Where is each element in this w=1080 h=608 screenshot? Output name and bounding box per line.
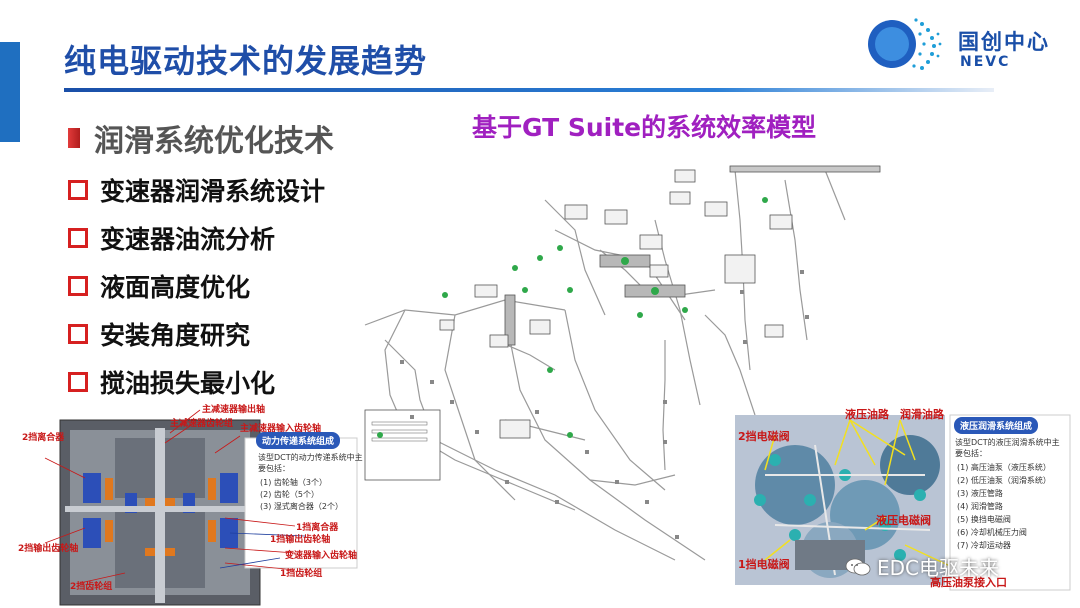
left-info-title: 动力传递系统组成 [256,432,341,449]
label-input-gear-shaft: 变速器输入齿轮轴 [285,551,358,561]
label-solenoid-2: 2挡电磁阀 [738,430,790,443]
label-hydraulic-line: 液压油路 [845,408,889,421]
bullet-item: 安装角度研究 [68,310,325,358]
right-info-line: (1) 高压油泵（液压系统） [957,463,1051,472]
right-info-line: 该型DCT的液压润滑系统中主 [955,438,1060,447]
transmission-cross-section-image [44,409,358,606]
right-info-line: 要包括： [955,449,987,458]
left-info-line: (2) 齿轮（5个） [260,490,319,499]
checkbox-square-icon [68,372,88,392]
wechat-icon [845,558,871,575]
section-heading: 润滑系统优化技术 [68,116,334,160]
label-lubrication-line: 润滑油路 [900,408,944,421]
watermark: EDC电驱未来 [845,552,999,581]
model-title: 基于GT Suite的系统效率模型 [472,113,817,142]
label-main-output-shaft: 主减速器输出轴 [202,405,266,415]
label-shaft-2: 2挡输出齿轮轴 [18,544,79,554]
label-main-gear-set: 主减速器齿轮组 [170,419,234,429]
label-gear-2: 2挡齿轮组 [70,582,113,592]
logo-mark-icon [868,18,942,70]
slide-title: 纯电驱动技术的发展趋势 [64,42,428,80]
bullet-item: 变速器油流分析 [68,214,325,262]
checkbox-square-icon [68,276,88,296]
watermark-text: EDC电驱未来 [877,556,1000,580]
bullet-text: 液面高度优化 [100,273,251,302]
label-pressure-solenoid: 液压电磁阀 [876,514,931,527]
left-info-line: (3) 湿式离合器（2个） [260,502,343,511]
left-info-line: 要包括： [258,464,290,473]
checkbox-square-icon [68,324,88,344]
right-info-line: (4) 润滑管路 [957,502,1003,511]
title-underline [64,88,994,92]
bullet-text: 搅油损失最小化 [100,369,276,398]
bullet-list: 变速器润滑系统设计 变速器油流分析 液面高度优化 安装角度研究 搅油损失最小化 [68,166,325,406]
label-pump-inlet: 高压油泵接入口 [930,576,1007,589]
checkbox-square-icon [68,180,88,200]
label-solenoid-1: 1挡电磁阀 [738,558,790,571]
right-info-line: (5) 换挡电磁阀 [957,515,1011,524]
bullet-text: 安装角度研究 [100,321,251,350]
heading-marker-icon [68,128,80,148]
right-info-line: (7) 冷却运动器 [957,541,1011,550]
right-info-line: (3) 液压管路 [957,489,1003,498]
label-shaft-1: 1挡输出齿轮轴 [270,535,331,545]
label-clutch-1: 1挡离合器 [296,523,339,533]
checkbox-square-icon [68,228,88,248]
bullet-item: 液面高度优化 [68,262,325,310]
bullet-item: 搅油损失最小化 [68,358,325,406]
label-main-input-gear-shaft: 主减速器输入齿轮轴 [240,424,322,434]
left-info-line: (1) 齿轮轴（3个） [260,478,327,487]
logo-chinese-text: 国创中心 [958,30,1050,54]
bullet-item: 变速器润滑系统设计 [68,166,325,214]
gt-suite-network-diagram [364,165,881,561]
section-subtitle: 润滑系统优化技术 [94,124,334,159]
right-info-line: (6) 冷却机械压力阀 [957,528,1027,537]
label-gear-1: 1挡齿轮组 [280,569,323,579]
bullet-text: 变速器油流分析 [100,225,276,254]
hydraulic-system-image [735,414,1071,591]
left-info-line: 该型DCT的动力传递系统中主 [258,453,363,462]
bullet-text: 变速器润滑系统设计 [100,177,326,206]
right-info-title: 液压润滑系统组成 [954,417,1039,434]
nevc-logo: 国创中心 NEVC [862,14,1062,74]
right-info-line: (2) 低压油泵（润滑系统） [957,476,1051,485]
left-accent-bar [0,42,20,142]
logo-english-text: NEVC [960,54,1011,70]
label-clutch-2: 2挡离合器 [22,433,65,443]
